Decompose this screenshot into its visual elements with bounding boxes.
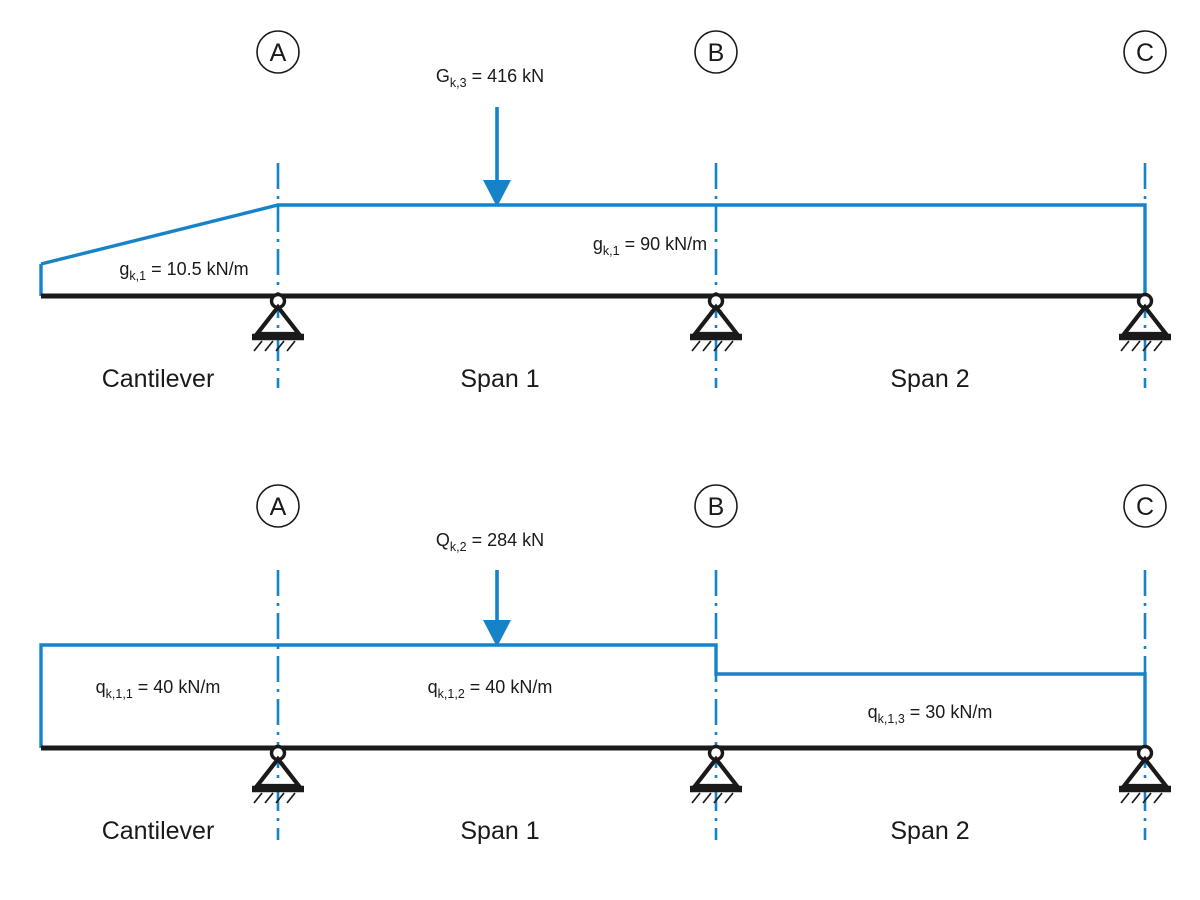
span-uniform-load-label: gk,1 = 90 kN/m: [593, 234, 707, 258]
grid-bubble-C-bottom: [1123, 484, 1167, 528]
span1-uniform-load-label: qk,1,2 = 40 kN/m: [428, 677, 553, 701]
arrow-head-icon: [483, 620, 511, 647]
span-label-span1-bottom: Span 1: [460, 817, 539, 845]
permanent-distributed-load-outline: [39, 203, 1147, 296]
cantilever-triangular-load-label: gk,1 = 10.5 kN/m: [119, 259, 248, 283]
gridline-B-top: B: [694, 30, 738, 388]
support-hatching-icon: [691, 340, 734, 352]
grid-bubble-A-top-label: A: [270, 39, 287, 67]
permanent-point-load-label: Gk,3 = 416 kN: [436, 66, 544, 90]
span-label-span2-top: Span 2: [890, 365, 969, 393]
support-C-bottom: [1119, 744, 1171, 804]
gridline-C-bottom: C: [1123, 484, 1167, 840]
grid-bubble-A-bottom-label: A: [270, 493, 287, 521]
support-B-bottom: [690, 744, 742, 804]
support-A-top: [252, 292, 304, 352]
arrow-head-icon: [483, 180, 511, 207]
support-A-bottom: [252, 744, 304, 804]
grid-bubble-B-top-label: B: [708, 39, 725, 67]
grid-bubble-A-bottom: [256, 484, 300, 528]
support-hatching-icon: [253, 792, 296, 804]
gridline-A-bottom: A: [256, 484, 300, 840]
gridline-C-top: C: [1123, 30, 1167, 388]
diagram-variable-loads: A B C: [39, 484, 1171, 845]
grid-bubble-C-top: [1123, 30, 1167, 74]
variable-distributed-load-outline: [39, 643, 1147, 748]
span-label-span2-bottom: Span 2: [890, 817, 969, 845]
support-hatching-icon: [691, 792, 734, 804]
grid-bubble-C-bottom-label: C: [1136, 493, 1154, 521]
support-C-top: [1119, 292, 1171, 352]
span-label-cantilever-top: Cantilever: [102, 365, 215, 393]
grid-bubble-C-top-label: C: [1136, 39, 1154, 67]
gridline-A-top: A: [256, 30, 300, 388]
gridline-B-bottom: B: [694, 484, 738, 840]
grid-bubble-B-bottom-label: B: [708, 493, 725, 521]
variable-point-load-arrow: [483, 570, 511, 647]
support-hatching-icon: [1120, 340, 1163, 352]
span-label-span1-top: Span 1: [460, 365, 539, 393]
span-label-cantilever-bottom: Cantilever: [102, 817, 215, 845]
support-hatching-icon: [253, 340, 296, 352]
cantilever-uniform-load-label: qk,1,1 = 40 kN/m: [96, 677, 221, 701]
variable-point-load-label: Qk,2 = 284 kN: [436, 530, 544, 554]
permanent-point-load-arrow: [483, 107, 511, 207]
grid-bubble-A-top: [256, 30, 300, 74]
span2-uniform-load-label: qk,1,3 = 30 kN/m: [868, 702, 993, 726]
diagram-permanent-loads: A B C: [39, 30, 1171, 393]
grid-bubble-B-top: [694, 30, 738, 74]
grid-bubble-B-bottom: [694, 484, 738, 528]
support-B-top: [690, 292, 742, 352]
support-hatching-icon: [1120, 792, 1163, 804]
